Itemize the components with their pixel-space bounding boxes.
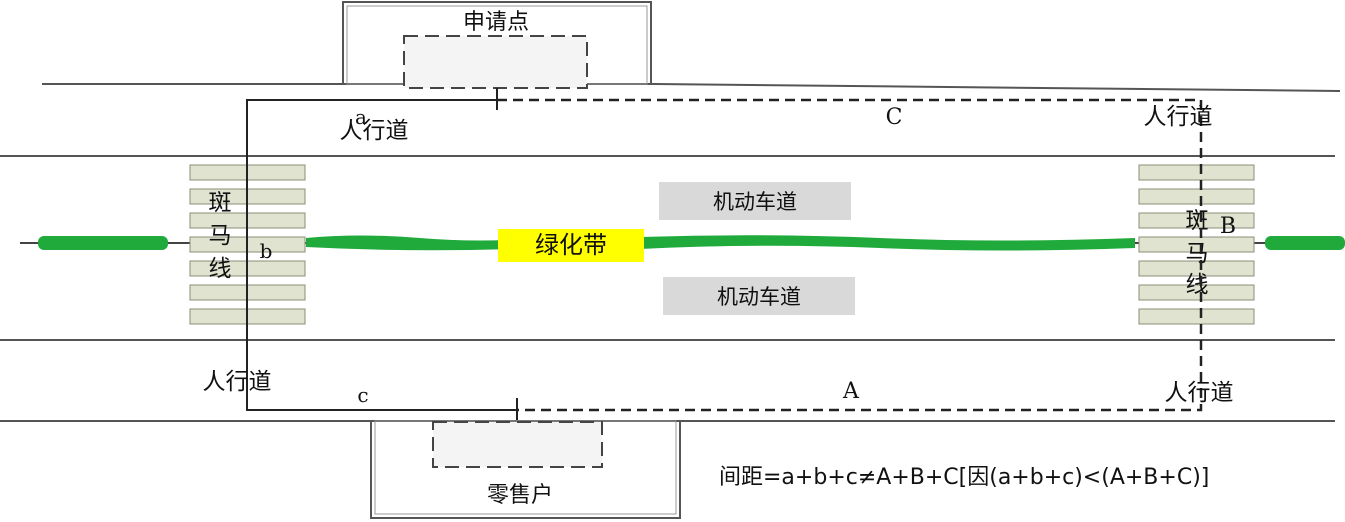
sidewalk-top-right-label: 人行道 — [1144, 104, 1213, 130]
crosswalk-right-char-2: 马 — [1186, 241, 1209, 267]
crosswalk-right-char-3: 线 — [1186, 272, 1209, 298]
sidewalk-top-left-label: 人行道 — [340, 118, 409, 144]
crosswalk-left-label: 斑 马 线 — [209, 190, 232, 282]
sidewalk-bottom-left-label: 人行道 — [203, 369, 272, 395]
green-belt-label: 绿化带 — [535, 231, 607, 259]
motor-lane-bottom: 机动车道 — [663, 277, 855, 315]
retailer-building: 零售户 — [370, 420, 681, 519]
retailer-marker — [432, 421, 603, 468]
crosswalk-right — [1138, 164, 1255, 325]
segment-c-label: c — [357, 383, 368, 407]
application-point-marker — [403, 35, 588, 89]
road-edge-top-right — [654, 83, 1341, 92]
crosswalk-left-char-2: 马 — [209, 223, 232, 249]
application-point-label: 申请点 — [463, 10, 529, 35]
crosswalk-right-char-1: 斑 — [1186, 208, 1209, 234]
crosswalk-left-char-1: 斑 — [209, 190, 232, 216]
sidewalk-bottom-right-label: 人行道 — [1165, 380, 1234, 406]
segment-A-label: A — [842, 379, 860, 404]
crosswalk-right-label: 斑 马 线 — [1186, 208, 1209, 298]
segment-C-label: C — [886, 105, 903, 130]
motor-lane-top-label: 机动车道 — [713, 190, 797, 214]
application-point-building: 申请点 — [342, 1, 652, 89]
segment-a-label: a — [355, 105, 367, 129]
long-path-ABC — [497, 98, 1203, 412]
crosswalk-left-char-3: 线 — [209, 256, 232, 282]
motor-lane-top: 机动车道 — [659, 182, 851, 220]
segment-b-label: b — [260, 239, 273, 263]
distance-formula: 间距=a+b+c≠A+B+C[因(a+b+c)<(A+B+C)] — [719, 465, 1209, 490]
green-belt-label-box — [498, 229, 644, 262]
retailer-label: 零售户 — [487, 483, 553, 508]
segment-B-label: B — [1220, 214, 1236, 239]
motor-lane-bottom-label: 机动车道 — [717, 285, 801, 309]
